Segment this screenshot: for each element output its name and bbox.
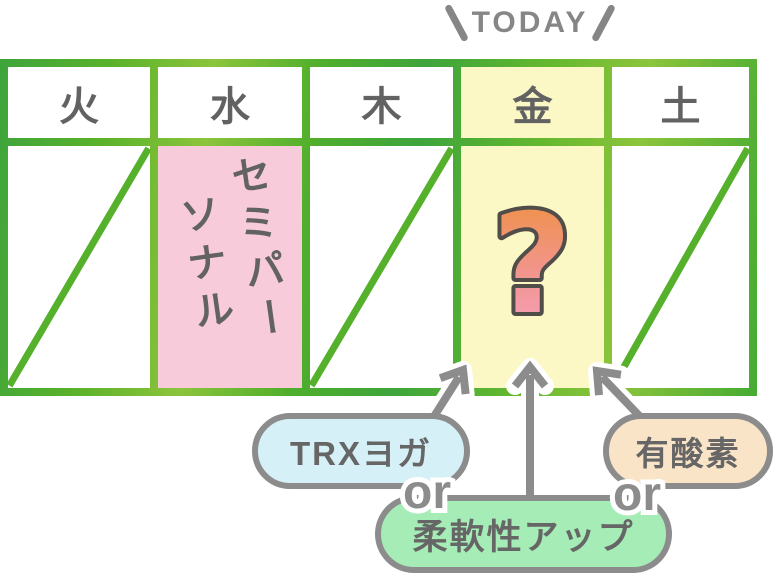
option-trx-yoga[interactable]: TRXヨガ xyxy=(252,413,470,489)
option-aerobic-label: 有酸素 xyxy=(635,435,741,472)
activity-semi-personal: セミパー ソナル xyxy=(142,137,318,397)
day-cell-tue-crossed xyxy=(8,146,150,388)
diagonal-strike-icon xyxy=(8,146,150,388)
day-header-thu: 木 xyxy=(310,67,453,138)
schedule-table: 火 水 木 金 土 セミパー ソナル xyxy=(0,59,757,396)
today-label: TODAY xyxy=(471,6,589,39)
option-trx-yoga-label: TRXヨガ xyxy=(290,435,432,472)
option-flexibility-label: 柔軟性アップ xyxy=(412,517,635,557)
question-mark-icon: ? xyxy=(488,180,576,349)
day-cell-wed-booked: セミパー ソナル xyxy=(158,146,302,388)
option-aerobic[interactable]: 有酸素 xyxy=(603,413,773,489)
activity-text-column-right: セミパー xyxy=(222,151,294,349)
or-label-outline: or xyxy=(398,464,456,522)
today-slash-left-icon xyxy=(443,3,469,43)
or-connector-right: or or xyxy=(602,466,672,524)
activity-text-column-left: ソナル xyxy=(171,191,236,341)
day-header-fri-today: 金 xyxy=(461,67,604,138)
today-marker: TODAY xyxy=(420,0,640,46)
or-label-outline: or xyxy=(608,466,666,524)
option-flexibility[interactable]: 柔軟性アップ xyxy=(375,495,672,573)
day-header-sat: 土 xyxy=(612,67,749,138)
day-header-tue: 火 xyxy=(8,67,150,138)
day-cell-thu-crossed xyxy=(310,146,453,388)
today-slash-right-icon xyxy=(591,3,617,43)
diagonal-strike-icon xyxy=(310,146,453,388)
diagonal-strike-icon xyxy=(612,146,749,388)
or-label: or xyxy=(403,466,451,519)
day-cell-sat-crossed xyxy=(612,146,749,388)
day-cell-fri-open-slot[interactable]: ? xyxy=(461,146,604,388)
or-label: or xyxy=(613,468,661,521)
question-mark-glyph: ? xyxy=(492,184,572,345)
or-connector-left: or or xyxy=(392,464,462,522)
day-header-wed: 水 xyxy=(158,67,302,138)
